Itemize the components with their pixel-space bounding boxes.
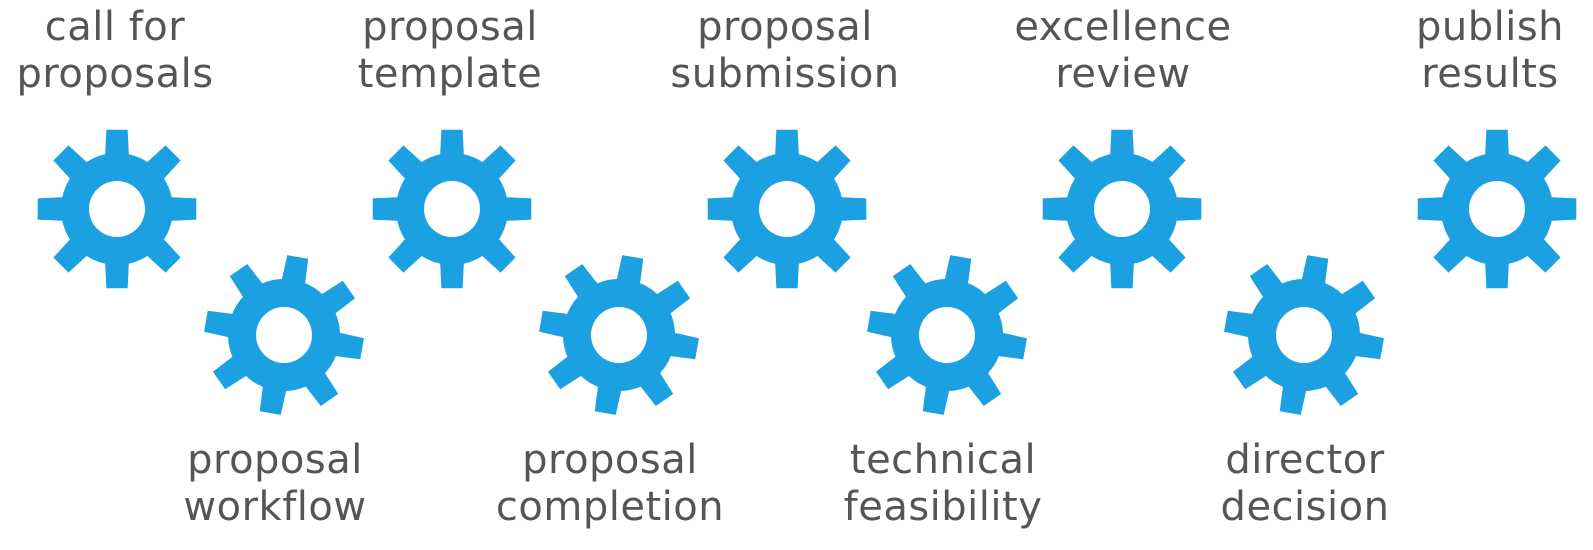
step-label-line: decision: [1220, 484, 1390, 530]
step-label-line: review: [1055, 51, 1191, 97]
step-label-excellence-review: excellence review: [1008, 4, 1238, 98]
step-label-line: results: [1421, 51, 1559, 97]
gear-icon: [367, 124, 537, 294]
step-label-proposal-completion: proposal completion: [495, 437, 725, 531]
step-label-line: completion: [495, 484, 725, 530]
gear-icon: [534, 250, 704, 420]
step-label-line: publish: [1415, 4, 1565, 50]
gear-icon: [1037, 124, 1207, 294]
step-label-line: technical: [849, 437, 1037, 483]
step-label-line: submission: [670, 51, 900, 97]
step-label-call-for-proposals: call for proposals: [0, 4, 230, 98]
gear-icon: [199, 250, 369, 420]
step-label-line: workflow: [183, 484, 367, 530]
gear-icon: [1219, 250, 1389, 420]
step-label-line: call for: [44, 4, 186, 50]
step-label-director-decision: director decision: [1190, 437, 1420, 531]
step-label-line: template: [357, 51, 543, 97]
step-label-proposal-workflow: proposal workflow: [160, 437, 390, 531]
step-label-proposal-template: proposal template: [335, 4, 565, 98]
step-label-line: excellence: [1014, 4, 1232, 50]
step-label-line: proposal: [362, 4, 538, 50]
step-label-line: proposals: [16, 51, 214, 97]
step-label-line: director: [1225, 437, 1385, 483]
gear-icon: [32, 124, 202, 294]
step-label-line: feasibility: [843, 484, 1043, 530]
step-label-line: proposal: [697, 4, 873, 50]
step-label-line: proposal: [522, 437, 698, 483]
step-label-proposal-submission: proposal submission: [670, 4, 900, 98]
gear-icon: [702, 124, 872, 294]
gear-icon: [862, 250, 1032, 420]
step-label-technical-feasibility: technical feasibility: [828, 437, 1058, 531]
gear-icon: [1412, 124, 1582, 294]
step-label-line: proposal: [187, 437, 363, 483]
step-label-publish-results: publish results: [1375, 4, 1593, 98]
